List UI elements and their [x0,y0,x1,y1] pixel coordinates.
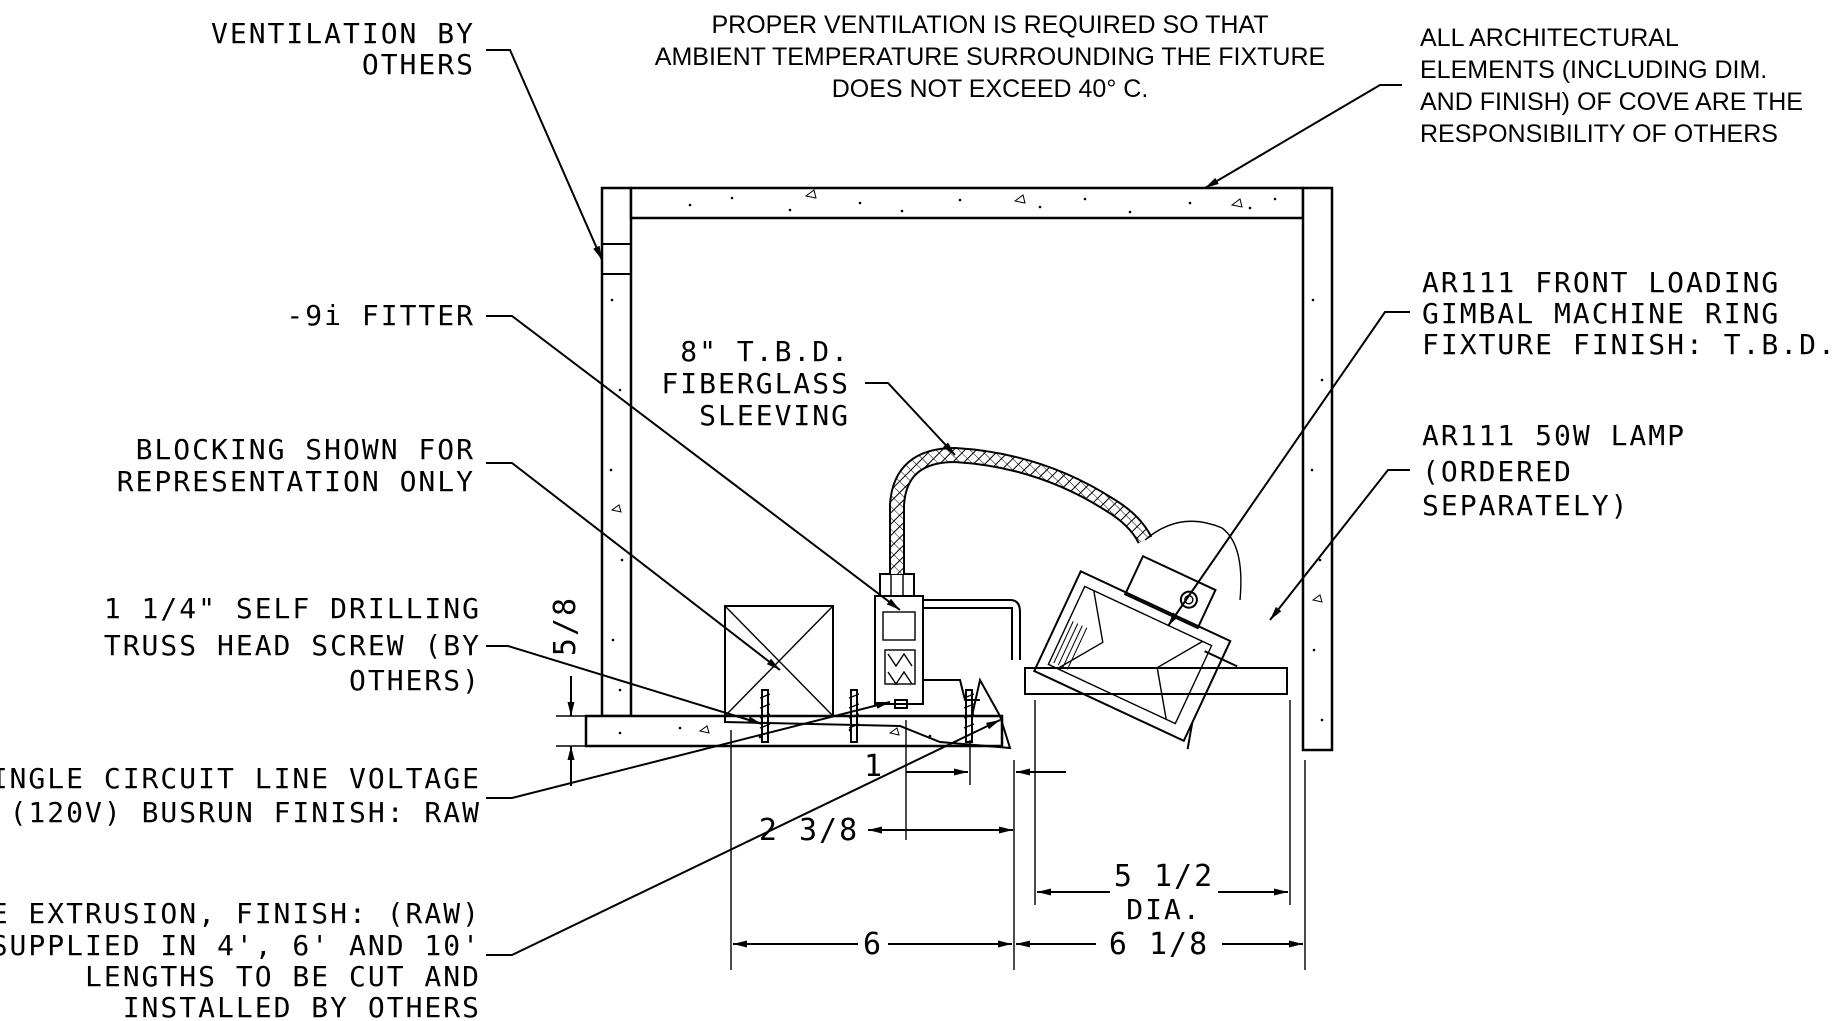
dim-cove-width: 6 [863,927,883,962]
callout-sleeving-line-1: 8" T.B.D. [680,335,850,368]
note-architectural-line-4: RESPONSIBILITY OF OTHERS [1420,120,1778,148]
note-architectural-line-3: AND FINISH) OF COVE ARE THE [1420,88,1803,116]
callout-blocking-line-1: BLOCKING SHOWN FOR [136,433,475,466]
dim-offset-1: 1 [864,749,884,784]
concrete-texture [609,189,1324,739]
callout-lamp-line-2: (ORDERED [1422,455,1573,488]
leader-fitter [486,315,901,611]
callout-gimbal-line-2: GIMBAL MACHINE RING [1422,297,1780,330]
fitter-body [874,595,924,705]
callout-sleeving-line-3: SLEEVING [699,399,850,432]
callout-cove-extrusion-line-3: LENGTHS TO BE CUT AND [85,960,481,993]
leader-busrun [486,701,891,799]
fitter-assembly [874,573,1021,709]
dim-panel-thickness: 5/8 [548,596,583,656]
leader-ventilation [486,49,603,261]
callout-lamp-line-1: AR111 50W LAMP [1422,419,1686,452]
component-callouts: -9i FITTER 8" T.B.D. FIBERGLASS SLEEVING… [0,266,1837,1021]
leader-screw [486,645,763,725]
gimbal-fixture [1024,554,1288,750]
general-notes: VENTILATION BY OTHERS PROPER VENTILATION… [211,11,1803,148]
leader-gimbal [1167,311,1410,627]
screw [848,689,860,743]
dimension-labels: 5/8 1 2 3/8 6 5 1/2 DIA. 6 1/8 [548,596,1214,962]
note-architectural-line-1: ALL ARCHITECTURAL [1420,24,1679,52]
leader-cove-extrusion [486,719,1001,956]
callout-lamp-line-3: SEPARATELY) [1422,489,1629,522]
dim-dia-label: DIA. [1126,893,1201,926]
callout-fitter: -9i FITTER [286,299,475,332]
right-wall [1301,186,1334,752]
callout-busrun-line-2: (120V) BUSRUN FINISH: RAW [10,796,481,829]
callout-sleeving-line-2: FIBERGLASS [661,367,850,400]
blocking [724,605,834,717]
lamp-socket [1123,554,1217,630]
dim-offset-2: 2 3/8 [759,813,859,848]
extrusion-profile [724,677,1012,750]
lamp-hatch [1053,621,1088,670]
leader-blocking [486,462,781,671]
gimbal-ring [1032,570,1232,743]
note-proper-ventilation-line-2: AMBIENT TEMPERATURE SURROUNDING THE FIXT… [655,43,1325,71]
leader-lines [486,49,1410,956]
left-wall [600,186,633,718]
callout-gimbal-line-3: FIXTURE FINISH: T.B.D. [1422,328,1837,361]
aperture-trim [1024,667,1288,695]
fixture-bracket [923,599,1021,660]
top-ceiling [629,186,1305,220]
fitter-nut [879,573,915,597]
note-ventilation-line-1: VENTILATION BY [211,17,475,50]
callout-blocking-line-2: REPRESENTATION ONLY [117,465,475,498]
screws [759,689,975,743]
note-ventilation-line-2: OTHERS [362,48,475,81]
callout-cove-extrusion-line-2: SUPPLIED IN 4', 6' AND 10' [0,929,481,962]
screw [963,689,975,743]
fiberglass-sleeving [889,446,1153,574]
dim-aperture-dia: 5 1/2 [1114,859,1214,894]
leader-lamp [1269,469,1410,621]
callout-cove-extrusion-line-4: INSTALLED BY OTHERS [123,991,481,1021]
note-proper-ventilation-line-1: PROPER VENTILATION IS REQUIRED SO THAT [711,11,1268,39]
leader-sleeving [865,382,956,456]
callout-gimbal-line-1: AR111 FRONT LOADING [1422,266,1780,299]
dim-fixture-width: 6 1/8 [1109,927,1209,962]
lamp-wires [1144,520,1242,601]
callout-screw-line-2: TRUSS HEAD SCREW (BY [104,629,481,662]
note-architectural-line-2: ELEMENTS (INCLUDING DIM. [1420,56,1767,84]
cove-structure [584,186,1334,752]
callout-screw-line-1: 1 1/4" SELF DRILLING [104,592,481,625]
note-proper-ventilation-line-3: DOES NOT EXCEED 40° C. [832,75,1149,103]
callout-screw-line-3: OTHERS) [349,664,481,697]
callout-busrun-line-1: SINGLE CIRCUIT LINE VOLTAGE [0,762,481,795]
leader-architectural [1204,84,1402,189]
callout-cove-extrusion-line-1: COVE EXTRUSION, FINISH: (RAW) [0,897,481,930]
